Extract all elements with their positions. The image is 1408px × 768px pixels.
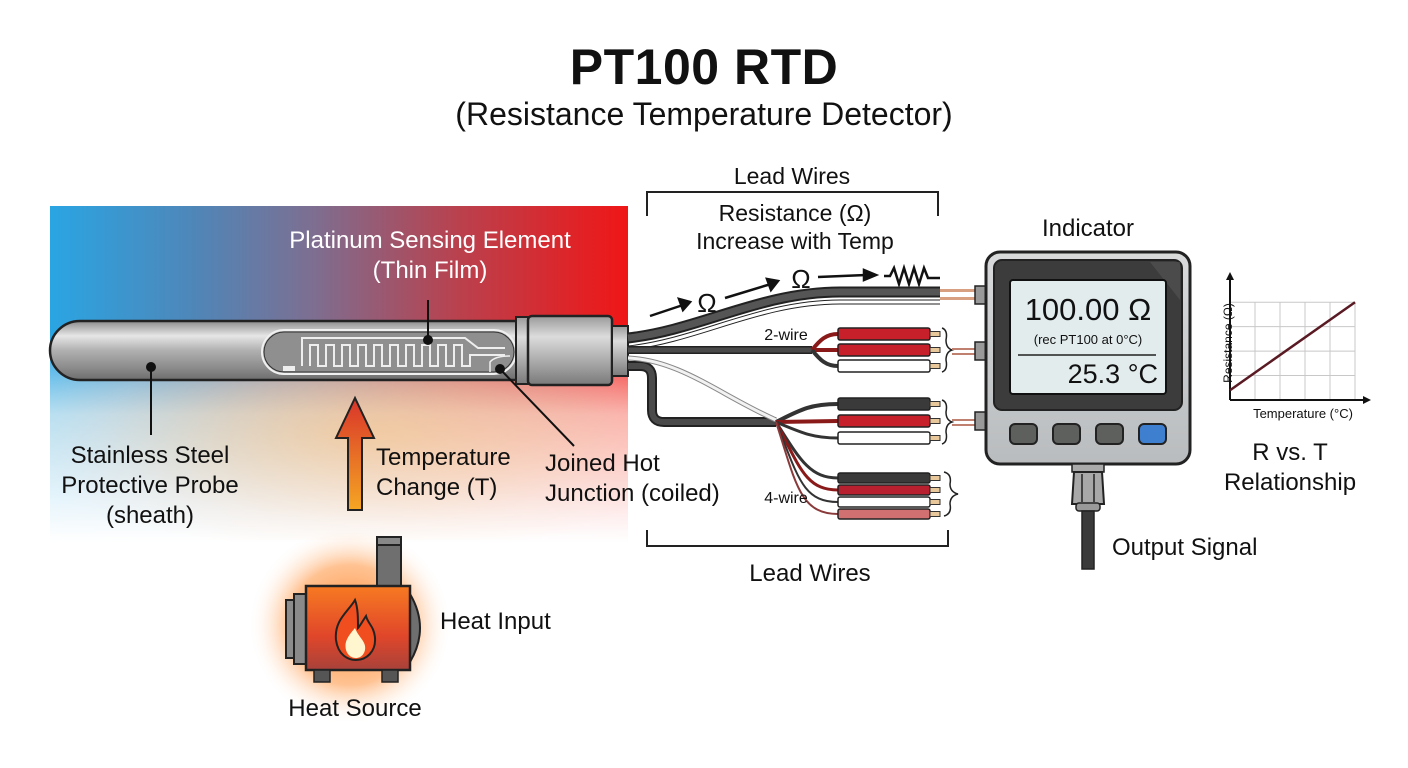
omega-symbol-2: Ω (791, 264, 811, 294)
chart-y-arrow (1226, 272, 1234, 280)
resistance-line2: Increase with Temp (696, 228, 894, 254)
sensing-element-label: Platinum Sensing Element (Thin Film) (270, 226, 590, 286)
warm-glow (50, 360, 628, 540)
wire-tip (929, 499, 941, 505)
heat-source-label: Heat Source (288, 695, 422, 722)
sheath-label-line2: Protective Probe (61, 472, 239, 499)
wire-braces (941, 327, 959, 517)
rt-chart (1226, 272, 1371, 404)
indicator-terminals (952, 285, 988, 431)
omega-symbol-1: Ω (697, 288, 717, 318)
stainless-probe (48, 314, 629, 387)
wire-sleeve (837, 472, 931, 484)
heat-input-label: Heat Input (440, 608, 551, 635)
wire-sleeve (837, 508, 931, 520)
wire-tip (929, 511, 941, 517)
resistor-symbol-icon (884, 263, 940, 289)
wire-tip (929, 435, 941, 441)
junction-label-line1: Joined Hot (545, 450, 660, 477)
chart-xlabel: Temperature (°C) (1253, 406, 1353, 421)
wire-tip (929, 487, 941, 493)
multi-wire-cable (627, 355, 839, 515)
platinum-meander-icon (301, 337, 505, 367)
two-wire-cable (628, 332, 839, 368)
indicator-button-3[interactable] (1095, 423, 1124, 445)
flame-icon (334, 597, 377, 662)
chart-series-line (1229, 301, 1356, 392)
wire-sleeve (837, 496, 931, 508)
leader-lines (146, 300, 575, 447)
wire-tip (929, 331, 941, 337)
indicator-button-1[interactable] (1009, 423, 1038, 445)
sensing-element-label-line2: (Thin Film) (372, 257, 488, 284)
junction-label-line2: Junction (coiled) (545, 480, 720, 507)
temperature-label-line2: Change (T) (376, 474, 498, 501)
upper-cable (627, 286, 976, 351)
lead-wires-bottom-label: Lead Wires (749, 560, 871, 587)
output-signal-label: Output Signal (1112, 534, 1258, 561)
sheath-label: Stainless Steel Protective Probe (sheath… (30, 441, 270, 531)
four-wire-label: 4-wire (764, 490, 808, 507)
wire-sleeve (837, 414, 931, 428)
sensing-element-label-line1: Platinum Sensing Element (289, 227, 571, 254)
hot-junction-label: Joined Hot Junction (coiled) (545, 449, 745, 509)
wire-tip (929, 475, 941, 481)
chart-title: R vs. T Relationship (1210, 438, 1370, 498)
wire-tip (929, 418, 941, 424)
wire-tip (929, 347, 941, 353)
page-title: PT100 RTD (569, 39, 839, 95)
page-subtitle: (Resistance Temperature Detector) (455, 96, 953, 132)
chart-title-line2: Relationship (1223, 469, 1357, 496)
wire-sleeve (837, 431, 931, 445)
wire-sleeve (837, 397, 931, 411)
wire-sleeve (837, 359, 931, 373)
temperature-change-label: Temperature Change (T) (376, 443, 521, 503)
sheath-label-line3: (sheath) (105, 502, 195, 529)
chart-ylabel: Resistance (Ω) (1221, 303, 1235, 383)
temperature-label-line1: Temperature (376, 444, 511, 471)
indicator-button-2[interactable] (1052, 423, 1081, 445)
lead-wire-brackets (646, 191, 949, 547)
wire-tip (929, 363, 941, 369)
indicator-button-4[interactable] (1138, 423, 1167, 445)
chart-x-arrow (1363, 396, 1371, 404)
indicator-device (984, 250, 1192, 570)
lcd-resistance-reading: 100.00 Ω (1024, 292, 1152, 327)
wire-sleeve (837, 484, 931, 496)
indicator-label: Indicator (1041, 215, 1135, 242)
wire-ends (837, 327, 941, 520)
lcd-reference-note: (rec PT100 at 0°C) (1033, 332, 1143, 347)
lcd-temperature-reading: 25.3 °C (1067, 359, 1158, 389)
wire-tip (929, 401, 941, 407)
wire-sleeve (837, 327, 931, 341)
resistance-flow-arrows (649, 268, 880, 318)
lead-wires-top-label: Lead Wires (733, 163, 851, 189)
wire-sleeve (837, 343, 931, 357)
resistance-increase-label: Resistance (Ω) Increase with Temp (680, 199, 910, 255)
resistance-line1: Resistance (Ω) (718, 200, 872, 226)
sheath-label-line1: Stainless Steel (70, 442, 230, 469)
chart-title-line1: R vs. T (1252, 439, 1328, 466)
temperature-change-arrow (334, 395, 376, 511)
two-wire-label: 2-wire (764, 327, 808, 344)
